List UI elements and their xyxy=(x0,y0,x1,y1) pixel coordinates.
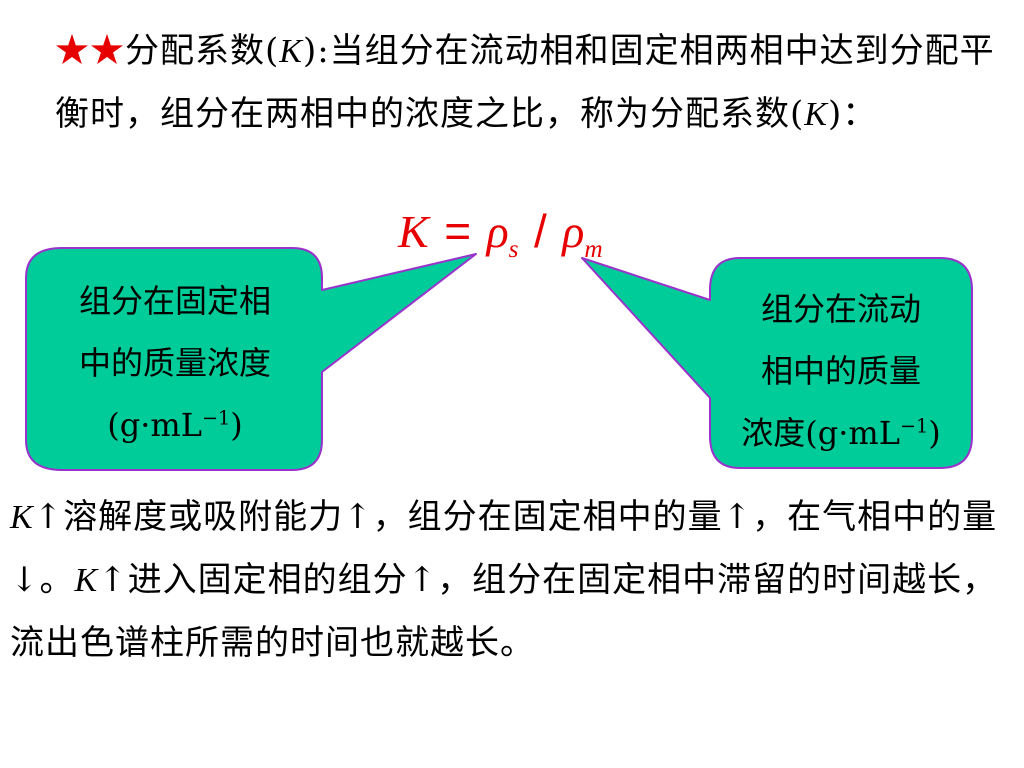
right-unit-exponent: −1 xyxy=(899,414,929,438)
formula-equals: = xyxy=(444,205,472,257)
left-unit-prefix: (g·mL xyxy=(107,406,202,444)
k-symbol: K xyxy=(279,33,303,70)
left-unit-exponent: −1 xyxy=(201,406,231,430)
intro-paragraph: ★★分配系数(K):当组分在流动相和固定相两相中达到分配平衡时，组分在两相中的浓… xyxy=(55,20,1005,146)
distribution-formula: K = ρs / ρm xyxy=(398,204,603,262)
right-unit-suffix: ) xyxy=(928,414,941,452)
right-callout-shape xyxy=(581,257,973,469)
formula-rho-m: ρ xyxy=(562,206,585,257)
intro-text-2: ):当组分在流动相和固定相两相中达到分配平衡时，组分在两相中的浓度之比，称为分配… xyxy=(55,31,995,134)
body-text-5: 进入固定相的组分 xyxy=(127,560,408,600)
body-k-2: K xyxy=(74,562,99,599)
formula-sub-s: s xyxy=(508,235,519,264)
two-stars: ★★ xyxy=(55,31,125,71)
formula-rho-s: ρ xyxy=(486,206,509,257)
k-symbol: K xyxy=(804,96,828,133)
body-text-6: ，组分在固定相中滞留的时间越长，流出色谱柱所需的时间也就越长。 xyxy=(10,560,998,663)
arrow-down-icon: ↓ xyxy=(10,560,40,600)
formula-k: K xyxy=(398,206,429,257)
left-callout-text: 组分在固定相 中的质量浓度 (g·mL−1) xyxy=(28,270,322,456)
formula-slash: / xyxy=(534,205,547,257)
arrow-up-icon: ↑ xyxy=(33,497,64,537)
body-k-1: K xyxy=(10,499,34,536)
arrow-up-icon: ↑ xyxy=(722,497,753,537)
left-callout-line-2: 中的质量浓度 xyxy=(78,344,271,382)
arrow-up-icon: ↑ xyxy=(407,560,438,600)
body-text-2: ，组分在固定相中的量 xyxy=(372,497,723,537)
arrow-up-icon: ↑ xyxy=(343,497,373,537)
body-text-4: 。 xyxy=(39,560,75,600)
right-callout-text: 组分在流动 相中的质量 浓度(g·mL−1) xyxy=(710,278,972,464)
formula-sub-m: m xyxy=(584,235,603,264)
left-callout-unit: (g·mL−1) xyxy=(28,394,322,456)
right-callout-line-3: 浓度(g·mL−1) xyxy=(710,402,972,464)
right-unit-prefix: 浓度(g·mL xyxy=(741,414,900,452)
left-unit-suffix: ) xyxy=(230,406,243,444)
intro-text-3: )： xyxy=(827,94,878,134)
right-callout-line-1: 组分在流动 xyxy=(760,290,921,328)
explanation-paragraph: K↑溶解度或吸附能力↑，组分在固定相中的量↑，在气相中的量↓。K↑进入固定相的组… xyxy=(10,486,1010,674)
body-text-1: 溶解度或吸附能力 xyxy=(63,497,344,537)
body-text-3: ，在气相中的量 xyxy=(752,497,998,537)
left-callout-shape xyxy=(25,247,477,471)
intro-text-1: 分配系数( xyxy=(125,31,280,71)
arrow-up-icon: ↑ xyxy=(98,560,128,600)
right-callout-line-2: 相中的质量 xyxy=(760,352,921,390)
left-callout-line-1: 组分在固定相 xyxy=(78,282,271,320)
